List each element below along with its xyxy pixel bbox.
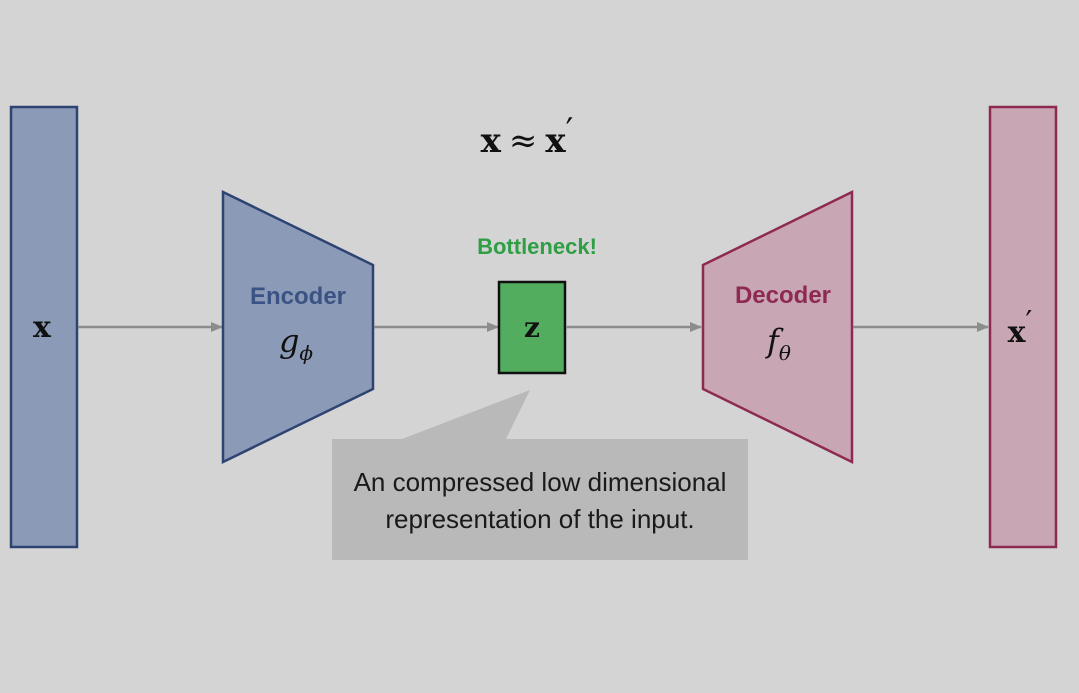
decoder-block bbox=[701, 189, 854, 465]
callout-line-2: representation of the input. bbox=[385, 504, 694, 534]
decoder-label: Decoder bbox=[735, 282, 831, 309]
bottleneck-label: Bottleneck! bbox=[477, 234, 597, 259]
encoder-function: gϕ bbox=[279, 322, 313, 365]
bottleneck-block bbox=[497, 280, 567, 375]
output-symbol: x′ bbox=[1008, 305, 1033, 350]
input-block bbox=[9, 105, 79, 549]
output-block bbox=[988, 105, 1058, 549]
input-symbol: x bbox=[33, 310, 52, 345]
encoder-label: Encoder bbox=[250, 283, 346, 310]
callout-box bbox=[332, 390, 748, 560]
reconstruction-equation: x≈x′ bbox=[481, 111, 574, 161]
encoder-block bbox=[221, 190, 375, 464]
callout-line-1: An compressed low dimensional bbox=[354, 467, 727, 497]
bottleneck-symbol: z bbox=[524, 311, 540, 344]
